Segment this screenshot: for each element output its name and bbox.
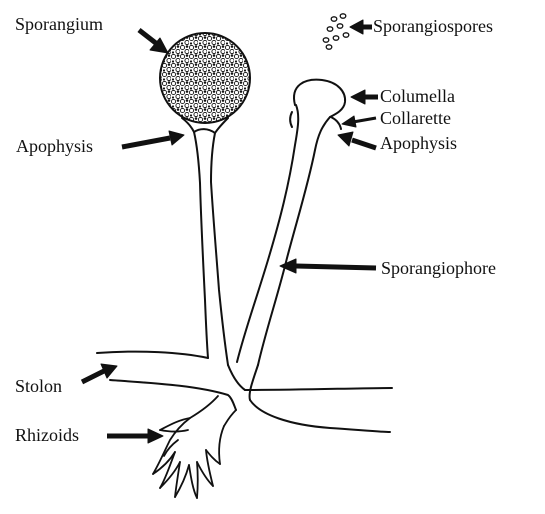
label-columella: Columella [380, 86, 455, 106]
label-sporangium: Sporangium [15, 14, 103, 34]
label-rhizoids: Rhizoids [15, 425, 79, 445]
label-apophysis-left: Apophysis [16, 136, 93, 156]
arrow-apophysis-right [338, 132, 376, 148]
arrow-sporangiospores [350, 20, 372, 34]
columella-shape [294, 80, 345, 117]
left-sporangiophore-stalk [182, 118, 228, 365]
label-sporangiophore: Sporangiophore [381, 258, 496, 278]
right-sporangiophore [237, 80, 345, 365]
collarette-shape [290, 112, 292, 127]
arrow-rhizoids [107, 429, 163, 443]
arrow-columella [351, 90, 378, 104]
rhizoids [153, 396, 236, 498]
stolon [97, 352, 392, 432]
arrow-collarette [342, 116, 376, 127]
sporangium-left [160, 33, 250, 123]
label-collarette: Collarette [380, 108, 451, 128]
sporangiospores-cluster [323, 14, 349, 49]
label-sporangiospores: Sporangiospores [373, 16, 493, 36]
arrow-apophysis-left [122, 131, 184, 147]
label-apophysis-right: Apophysis [380, 133, 457, 153]
arrow-sporangium [139, 30, 168, 53]
arrow-sporangiophore [280, 259, 376, 273]
label-stolon: Stolon [15, 376, 62, 396]
